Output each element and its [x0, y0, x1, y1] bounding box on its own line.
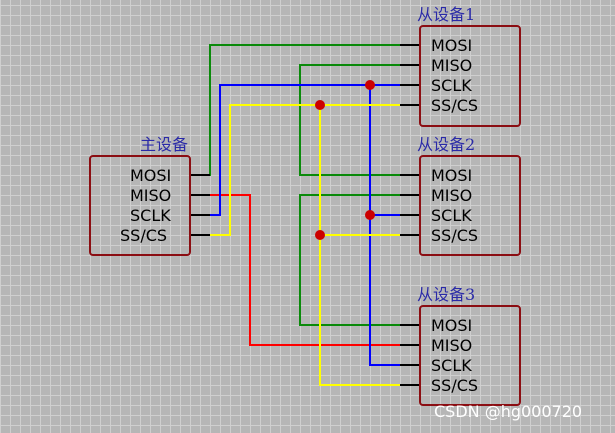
slave3-pin-sscs: SS/CS	[431, 376, 478, 395]
junction-dot-sclk	[365, 80, 375, 90]
slave2-box	[419, 155, 521, 256]
slave1-pin-miso: MISO	[431, 56, 472, 75]
slave1-pin-sscs: SS/CS	[431, 96, 478, 115]
slave-device-2: 从设备2 MOSI MISO SCLK SS/CS	[417, 135, 521, 256]
slave3-box	[419, 305, 521, 406]
master-pin-sscs: SS/CS	[120, 226, 167, 245]
slave3-pin-miso: MISO	[431, 336, 472, 355]
master-title: 主设备	[140, 135, 188, 154]
wire-sclk-trunk	[369, 85, 403, 366]
wire-miso-master-to-slave3	[193, 194, 403, 346]
junction-dot-sscs	[315, 100, 325, 110]
wire-sscs-trunk	[319, 105, 403, 386]
master-box	[89, 155, 191, 256]
slave2-pin-sclk: SCLK	[431, 206, 472, 225]
slave3-pin-mosi: MOSI	[431, 316, 472, 335]
junction-dot-sscs	[315, 230, 325, 240]
slave2-title: 从设备2	[417, 135, 475, 154]
slave1-box	[419, 25, 521, 127]
junctions	[315, 80, 375, 240]
junction-dot-sclk	[365, 210, 375, 220]
slave1-title: 从设备1	[417, 5, 475, 24]
slave2-pin-miso: MISO	[431, 186, 472, 205]
slave2-pin-sscs: SS/CS	[431, 226, 478, 245]
slave1-pin-mosi: MOSI	[431, 36, 472, 55]
wire-mosi-slave2-to-slave3	[299, 194, 403, 326]
slave-device-1: 从设备1 MOSI MISO SCLK SS/CS	[417, 5, 521, 127]
csdn-watermark: CSDN @hg000720	[434, 402, 582, 421]
master-pin-miso: MISO	[130, 186, 171, 205]
master-pin-mosi: MOSI	[130, 166, 171, 185]
slave2-pin-mosi: MOSI	[431, 166, 472, 185]
master-pin-sclk: SCLK	[130, 206, 171, 225]
wire-mosi-slave1-to-slave2	[299, 64, 403, 176]
master-device: 主设备 MOSI MISO SCLK SS/CS	[89, 135, 191, 256]
slave3-title: 从设备3	[417, 285, 475, 304]
slave1-pin-sclk: SCLK	[431, 76, 472, 95]
slave3-pin-sclk: SCLK	[431, 356, 472, 375]
pin-stubs	[190, 44, 420, 386]
slave-device-3: 从设备3 MOSI MISO SCLK SS/CS	[417, 285, 521, 406]
